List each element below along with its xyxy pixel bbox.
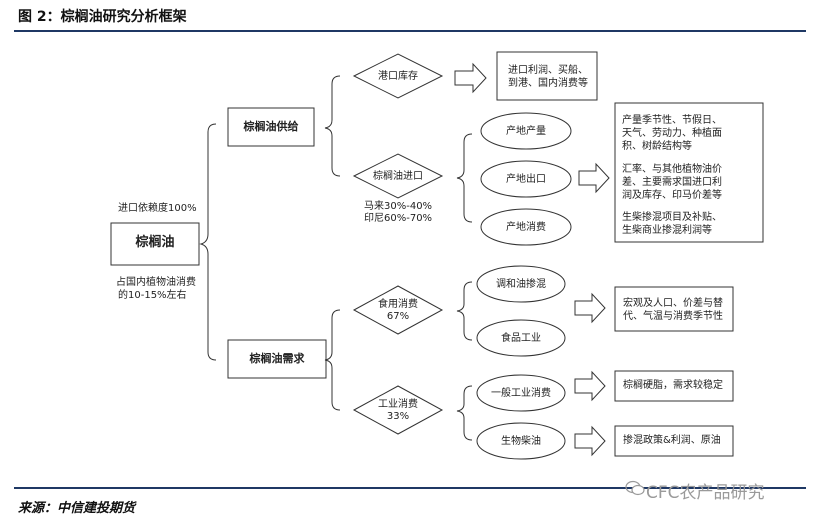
brace-supply	[324, 75, 341, 177]
arrow-origin	[578, 162, 610, 194]
origin-export-label: 产地出口	[506, 174, 546, 185]
biodiesel-ellipse	[476, 422, 566, 460]
general-industry-ellipse	[476, 374, 566, 412]
industry-factor-1: 棕榈硬脂，需求较稳定	[623, 380, 723, 391]
biodiesel-label: 生物柴油	[501, 436, 541, 447]
figure-title: 图 2：棕榈油研究分析框架	[18, 9, 187, 25]
brace-demand	[324, 309, 341, 411]
arrow-food	[574, 292, 606, 324]
import-label: 棕榈油进口	[373, 171, 423, 182]
import-note-malaysia: 马来30%-40%	[364, 201, 433, 212]
arrow-industry-2	[574, 425, 606, 457]
food-industry-label: 食品工业	[501, 333, 541, 344]
bottom-rule	[14, 487, 806, 489]
factor-consumption-1: 生柴掺混项目及补贴、	[622, 212, 722, 223]
food-label-2: 67%	[386, 311, 410, 322]
industry-factor-box-2	[614, 425, 734, 457]
origin-production-ellipse	[480, 112, 572, 150]
industry-label-2: 33%	[386, 411, 410, 422]
supply-box	[227, 107, 315, 147]
root-note-above: 进口依赖度100%	[118, 203, 197, 214]
factor-export-1: 汇率、与其他植物油价	[622, 164, 722, 175]
import-note-indonesia: 印尼60%-70%	[364, 213, 433, 224]
arrow-industry-1	[574, 370, 606, 402]
food-blend-ellipse	[476, 265, 566, 303]
port-detail-box	[496, 51, 598, 101]
food-factor-2: 代、气温与消费季节性	[623, 311, 723, 322]
brace-import	[456, 133, 473, 223]
industry-factor-box-1	[614, 370, 734, 402]
factor-consumption-2: 生柴商业掺混利润等	[622, 225, 712, 236]
root-note-below-2: 的10-15%左右	[118, 290, 187, 301]
supply-label: 棕榈油供给	[243, 120, 299, 133]
food-blend-label: 调和油掺混	[496, 279, 546, 290]
watermark: CFC农产品研究	[646, 483, 765, 503]
brace-root	[199, 123, 217, 361]
root-box	[110, 222, 200, 266]
factor-production-3: 积、树龄结构等	[622, 141, 692, 152]
food-industry-ellipse	[476, 319, 566, 357]
factor-production-2: 天气、劳动力、种植面	[622, 128, 722, 139]
root-label: 棕榈油	[135, 235, 175, 250]
demand-box	[227, 339, 327, 379]
port-diamond	[352, 53, 444, 99]
factor-export-2: 差、主要需求国进口利	[622, 177, 722, 188]
origin-factors-box	[614, 102, 764, 243]
port-detail-2: 到港、国内消费等	[508, 78, 588, 89]
origin-export-ellipse	[480, 160, 572, 198]
brace-food	[456, 281, 473, 341]
source-note: 来源：中信建投期货	[18, 501, 136, 516]
industry-diamond	[352, 385, 444, 435]
port-detail-1: 进口利润、买船、	[508, 65, 588, 76]
industry-factor-2: 掺混政策&利润、原油	[623, 435, 721, 446]
general-industry-label: 一般工业消费	[491, 388, 551, 399]
wechat-icon	[625, 480, 645, 496]
origin-production-label: 产地产量	[506, 126, 546, 137]
root-note-below-1: 占国内植物油消费	[116, 277, 196, 288]
food-factor-1: 宏观及人口、价差与替	[623, 298, 723, 309]
industry-label-1: 工业消费	[378, 399, 418, 410]
food-factor-box	[614, 286, 734, 332]
import-diamond	[352, 153, 444, 199]
origin-consumption-ellipse	[480, 208, 572, 246]
brace-industry	[456, 385, 473, 441]
port-label: 港口库存	[378, 71, 418, 82]
arrow-port	[454, 62, 487, 94]
top-rule	[14, 30, 806, 32]
food-label-1: 食用消费	[378, 299, 418, 310]
factor-export-3: 润及库存、印马价差等	[622, 190, 722, 201]
demand-label: 棕榈油需求	[249, 352, 305, 365]
origin-consumption-label: 产地消费	[506, 222, 546, 233]
food-diamond	[352, 285, 444, 335]
factor-production-1: 产量季节性、节假日、	[622, 115, 722, 126]
